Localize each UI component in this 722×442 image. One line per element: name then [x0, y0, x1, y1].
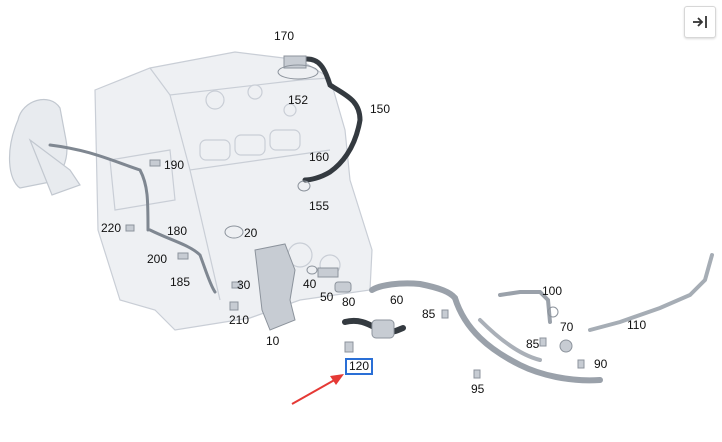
callout-50[interactable]: 50: [320, 290, 334, 304]
callout-70[interactable]: 70: [560, 320, 574, 334]
callout-185[interactable]: 185: [170, 275, 191, 289]
hoses-illustration: [48, 56, 714, 384]
callout-100[interactable]: 100: [542, 284, 563, 298]
callout-190[interactable]: 190: [164, 158, 185, 172]
callout-80[interactable]: 80: [342, 295, 356, 309]
callout-60[interactable]: 60: [390, 293, 404, 307]
intake-pipe-illustration: [8, 98, 81, 196]
callout-85-right[interactable]: 85: [526, 337, 540, 351]
parts-illustration: [125, 55, 585, 379]
callout-20[interactable]: 20: [244, 226, 258, 240]
callout-152[interactable]: 152: [288, 93, 309, 107]
selection-arrow: [291, 374, 344, 405]
callout-95[interactable]: 95: [471, 382, 485, 396]
callout-90[interactable]: 90: [594, 357, 608, 371]
callout-155[interactable]: 155: [309, 199, 330, 213]
callout-200[interactable]: 200: [147, 252, 168, 266]
callout-170[interactable]: 170: [274, 29, 295, 43]
callout-160[interactable]: 160: [309, 150, 330, 164]
callout-180[interactable]: 180: [167, 224, 188, 238]
callout-30[interactable]: 30: [237, 278, 251, 292]
collapse-panel-button[interactable]: [684, 6, 716, 38]
callout-40[interactable]: 40: [303, 277, 317, 291]
callout-10[interactable]: 10: [266, 334, 280, 348]
callout-120-selected[interactable]: 120: [345, 358, 374, 375]
callout-150[interactable]: 150: [370, 102, 391, 116]
callout-210[interactable]: 210: [229, 313, 250, 327]
callout-85-left[interactable]: 85: [422, 307, 436, 321]
callout-220[interactable]: 220: [101, 221, 122, 235]
collapse-right-icon: [693, 16, 707, 28]
callout-110[interactable]: 110: [627, 318, 647, 332]
